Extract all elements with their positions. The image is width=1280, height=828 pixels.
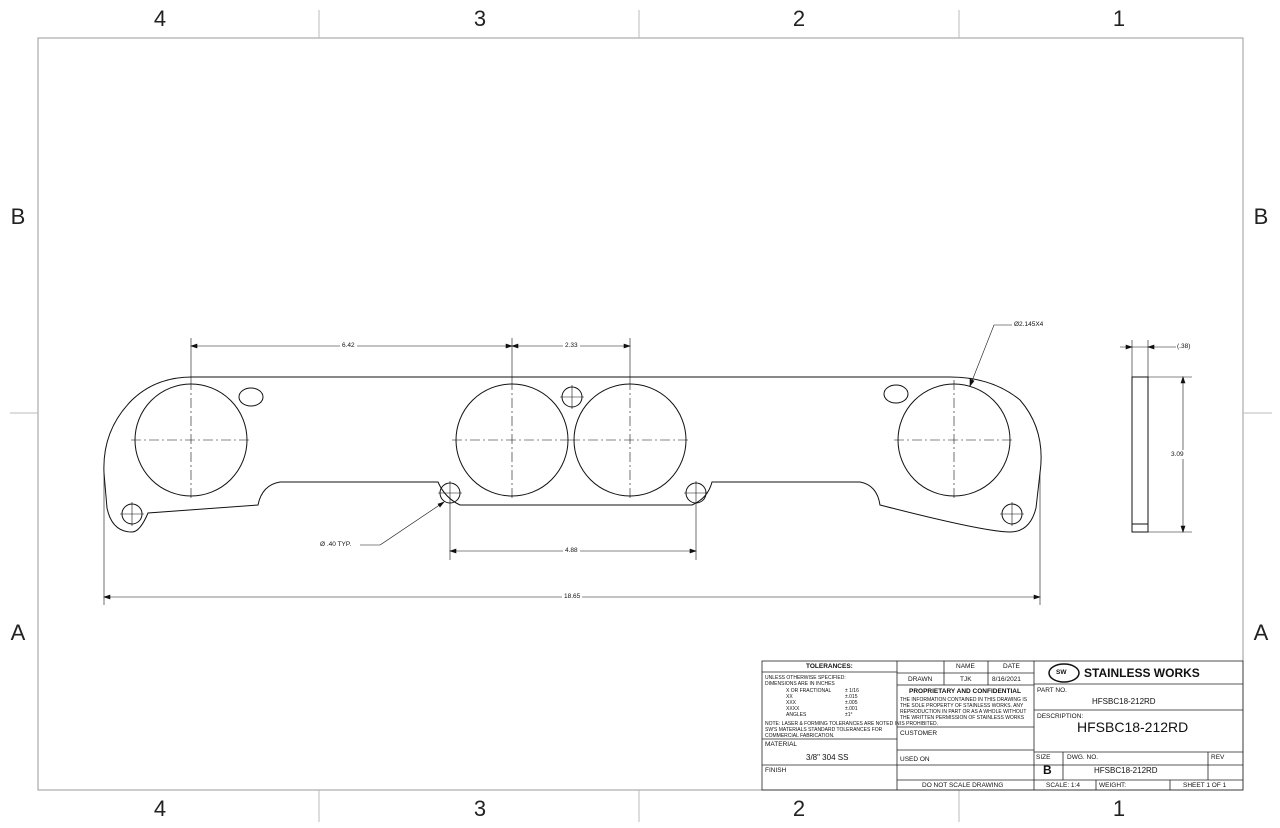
zone-bottom-2: 2 [792, 796, 806, 821]
tol-row-label: ANGLES [786, 712, 807, 718]
proprietary-line-3: REPRODUCTION IN PART OR AS A WHOLE WITHO… [900, 709, 1027, 715]
dimension-hole-diameter: Ø2.145X4 [1014, 321, 1044, 328]
material-value: 3/8" 304 SS [806, 753, 849, 762]
slot-hole-right [883, 384, 909, 404]
dimension-4-88: 4.88 [563, 547, 580, 554]
zone-left-a: A [10, 620, 26, 645]
tolerances-title: TOLERANCES: [806, 663, 853, 670]
do-not-scale-note: DO NOT SCALE DRAWING [922, 782, 1004, 789]
zone-bottom-1: 1 [1112, 796, 1126, 821]
tol-row-label: X OR FRACTIONAL [786, 688, 832, 694]
slot-hole-left [238, 387, 264, 407]
company-logo [1048, 663, 1080, 683]
finish-label: FINISH [765, 767, 787, 774]
proprietary-line-2: THE SOLE PROPERTY OF STAINLESS WORKS. AN… [900, 703, 1024, 709]
zone-bottom-4: 4 [153, 796, 167, 821]
proprietary-line-5: IS PROHIBITED. [900, 721, 939, 727]
tolerance-line-1: UNLESS OTHERWISE SPECIFIED: [765, 675, 846, 681]
size-label: SIZE [1036, 754, 1051, 761]
name-header: NAME [956, 663, 975, 670]
proprietary-line-4: THE WRITTEN PERMISSION OF STAINLESS WORK… [900, 715, 1025, 721]
part-no-value: HFSBC18-212RD [1092, 697, 1156, 706]
tol-row-label: XXXX [786, 706, 800, 712]
tol-row-value: ±.005 [845, 700, 858, 706]
weight-label: WEIGHT: [1099, 782, 1127, 789]
dimension-height: 3.09 [1171, 450, 1184, 459]
date-header: DATE [1003, 663, 1020, 670]
dimension-thickness: (.38) [1177, 343, 1191, 350]
sheet-border [37, 37, 1244, 791]
proprietary-line-1: THE INFORMATION CONTAINED IN THIS DRAWIN… [900, 697, 1028, 703]
material-label: MATERIAL [765, 741, 798, 748]
description-label: DESCRIPTION: [1037, 713, 1084, 720]
company-name: STAINLESS WORKS [1084, 666, 1200, 680]
customer-label: CUSTOMER [900, 730, 938, 737]
sheet-label: SHEET 1 OF 1 [1183, 782, 1227, 789]
tolerance-line-2: DIMENSIONS ARE IN INCHES [765, 681, 835, 687]
drawn-name: TJK [960, 676, 972, 683]
dimension-18-65: 18.65 [562, 593, 583, 600]
zone-top-2: 2 [792, 6, 806, 31]
dimension-6-42: 6.42 [340, 342, 357, 349]
tol-row-value: ±1° [845, 712, 853, 718]
rev-label: REV [1211, 754, 1225, 761]
dimension-bolt-diameter: Ø .40 TYP. [320, 541, 352, 548]
tolerance-note-1: NOTE: LASER & FORMING TOLERANCES ARE NOT… [765, 721, 900, 727]
drawn-label: DRAWN [908, 676, 933, 683]
tol-row-label: XX [786, 694, 793, 700]
tol-row-value: ±.015 [845, 694, 858, 700]
tol-row-value: ±.001 [845, 706, 858, 712]
zone-top-4: 4 [153, 6, 167, 31]
part-no-label: PART NO. [1037, 687, 1067, 694]
flange-outline [103, 376, 1042, 533]
zone-right-b: B [1253, 204, 1269, 229]
tol-row-label: XXX [786, 700, 797, 706]
tol-row-value: ± 1/16 [845, 688, 859, 694]
dimension-2-33: 2.33 [563, 342, 580, 349]
used-on-label: USED ON [900, 756, 930, 763]
zone-left-b: B [10, 204, 26, 229]
zone-top-3: 3 [473, 6, 487, 31]
zone-bottom-3: 3 [473, 796, 487, 821]
drawn-date: 8/16/2021 [992, 676, 1021, 683]
scale-label: SCALE: 1:4 [1046, 782, 1080, 789]
zone-right-a: A [1253, 620, 1269, 645]
description-value: HFSBC18-212RD [1077, 719, 1189, 735]
side-view-plate [1131, 376, 1149, 533]
zone-top-1: 1 [1112, 6, 1126, 31]
logo-text: SW [1056, 669, 1067, 676]
proprietary-title: PROPRIETARY AND CONFIDENTIAL [909, 688, 1021, 695]
size-value: B [1043, 763, 1052, 777]
dwg-no-value: HFSBC18-212RD [1094, 766, 1158, 775]
tolerance-note-3: COMMERCIAL FABRICATION. [765, 733, 835, 739]
dwg-no-label: DWG. NO. [1067, 754, 1099, 761]
tolerance-note-2: SW'S MATERIALS STANDARD TOLERANCES FOR [765, 727, 883, 733]
